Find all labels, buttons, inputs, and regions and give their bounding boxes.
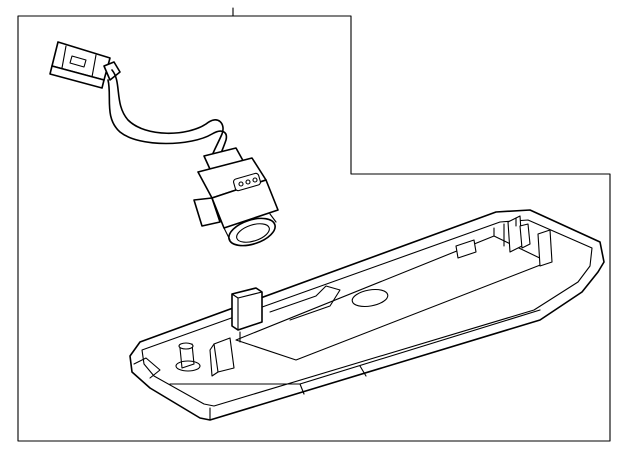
callout-frame — [17, 7, 611, 442]
bulb-socket-icon — [193, 147, 279, 247]
wire-harness-icon — [49, 41, 228, 167]
lamp-housing-icon — [129, 209, 605, 421]
